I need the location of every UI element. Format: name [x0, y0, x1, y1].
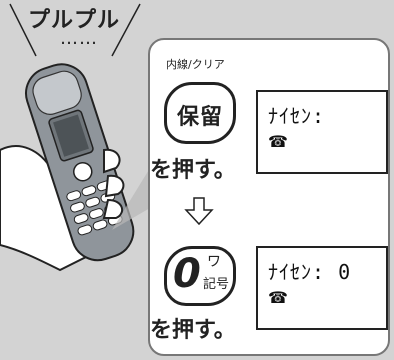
lcd-text-2: ﾅｲｾﾝ: 0 — [268, 260, 352, 284]
lcd-text-1: ﾅｲｾﾝ: — [268, 104, 326, 128]
telephone-icon: ☎ — [268, 132, 288, 151]
telephone-icon: ☎ — [268, 288, 288, 307]
zero-key-symbol-label: 記号 — [203, 277, 230, 292]
intercom-clear-caption: 内線/クリア — [166, 58, 225, 71]
hold-key-label: 保留 — [177, 105, 224, 130]
zero-key-kana: ワ — [207, 254, 221, 270]
zero-key-button[interactable]: 0 ワ 記号 — [164, 246, 236, 306]
lcd-display-2: ﾅｲｾﾝ: 0 ☎ — [256, 246, 388, 330]
zero-key-digit: 0 — [173, 251, 201, 297]
hold-key-button[interactable]: 保留 — [164, 82, 236, 144]
press-instruction-1: を押す。 — [150, 158, 236, 183]
lcd-display-1: ﾅｲｾﾝ: ☎ — [256, 90, 388, 174]
ringing-sound-text: プルプル — [28, 8, 121, 33]
ringing-dots: …… — [60, 28, 98, 49]
press-instruction-2: を押す。 — [150, 318, 236, 343]
down-arrow-icon — [184, 197, 214, 226]
sound-burst-lines — [9, 3, 141, 57]
